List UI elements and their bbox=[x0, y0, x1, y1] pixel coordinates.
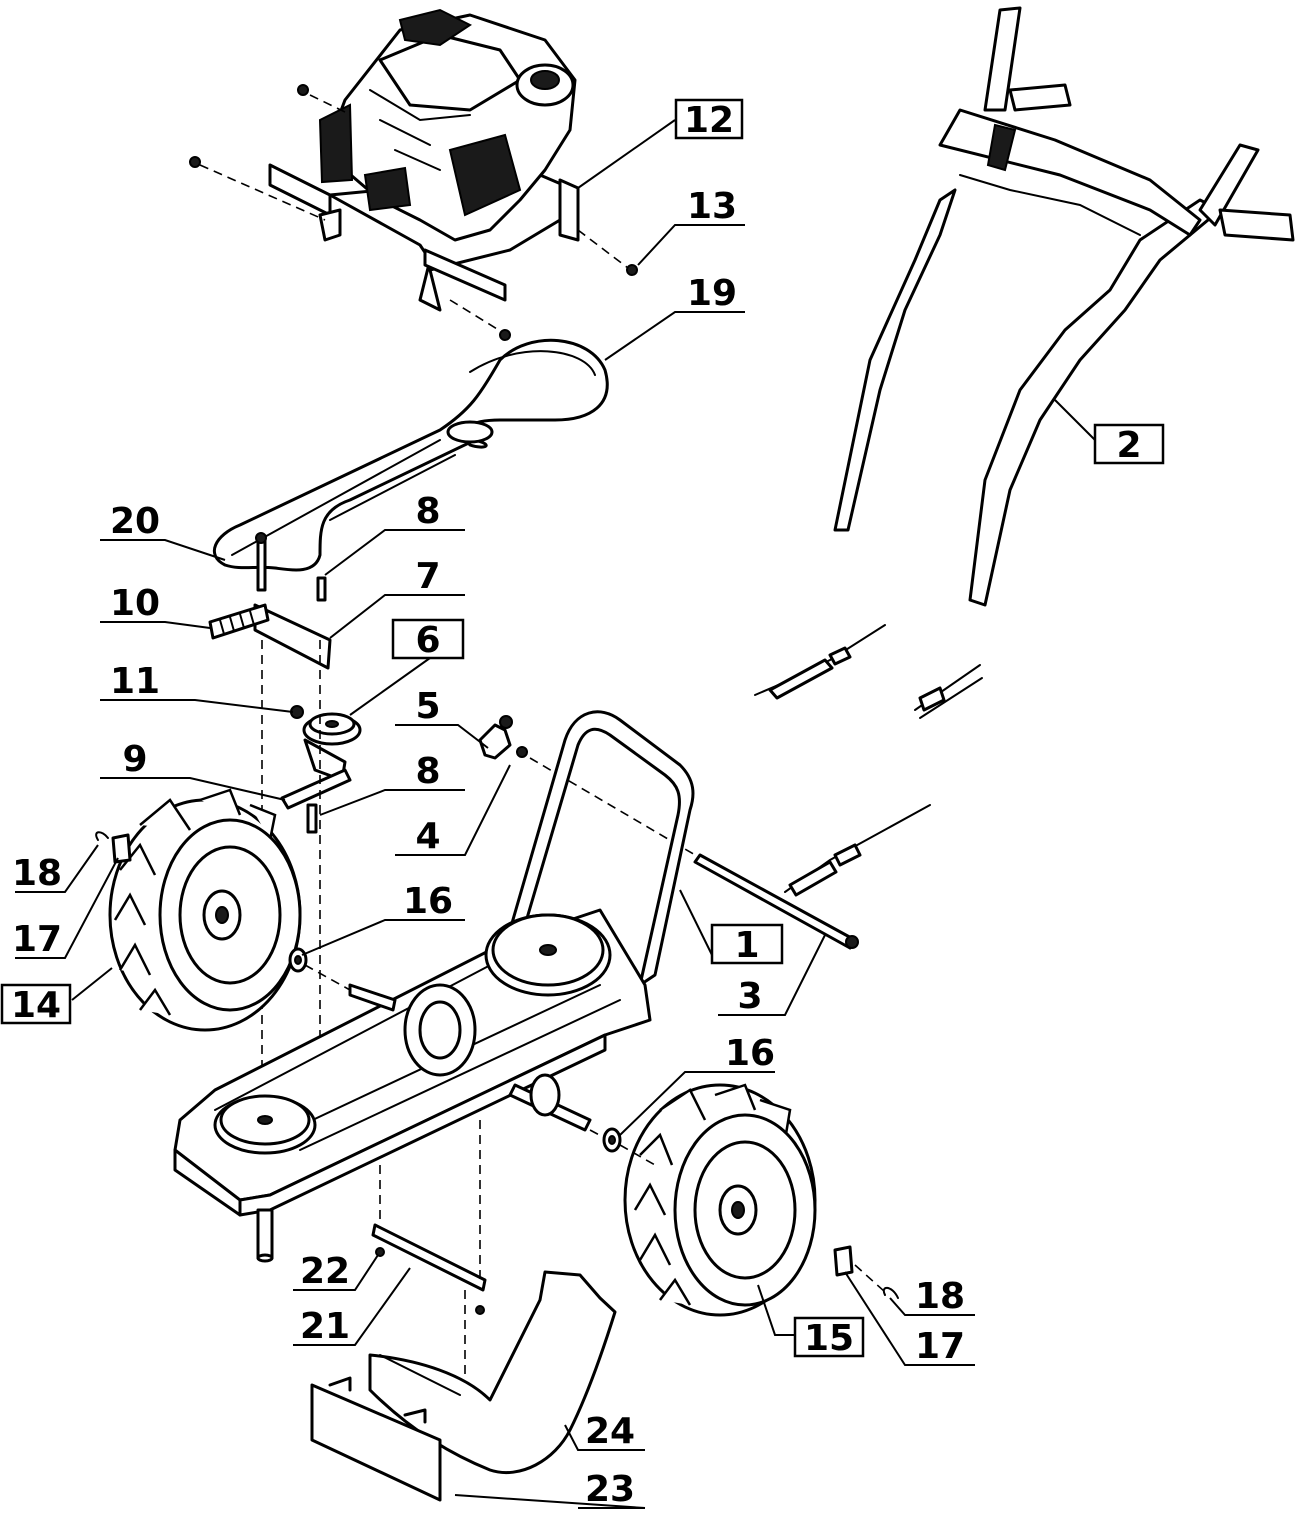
callout-box-12 bbox=[674, 98, 744, 140]
callout-9: 9 bbox=[122, 739, 147, 780]
callout-box-14 bbox=[0, 983, 72, 1025]
callout-14: 14 bbox=[11, 985, 61, 1026]
callout-18-right: 18 bbox=[915, 1276, 965, 1317]
callout-4: 4 bbox=[415, 816, 440, 857]
callout-box-2 bbox=[1093, 423, 1165, 465]
callout-6: 6 bbox=[415, 620, 440, 661]
callout-10: 10 bbox=[110, 583, 160, 624]
callout-8-lower: 8 bbox=[415, 751, 440, 792]
callout-16-upper: 16 bbox=[403, 881, 453, 922]
callout-box-6 bbox=[391, 618, 465, 660]
main-frame bbox=[173, 710, 695, 1263]
callout-11: 11 bbox=[110, 661, 160, 702]
callout-19: 19 bbox=[687, 273, 737, 314]
drive-belt bbox=[212, 338, 609, 572]
callout-22: 22 bbox=[300, 1251, 350, 1292]
callout-17-left: 17 bbox=[12, 919, 62, 960]
callout-21: 21 bbox=[300, 1306, 350, 1347]
callout-box-1 bbox=[710, 923, 784, 965]
callout-8-upper: 8 bbox=[415, 491, 440, 532]
bottom-guards bbox=[310, 1120, 617, 1502]
callout-13: 13 bbox=[687, 186, 737, 227]
right-wheel bbox=[589, 1083, 899, 1317]
callout-24: 24 bbox=[585, 1411, 635, 1452]
callout-16-lower: 16 bbox=[725, 1033, 775, 1074]
tensioner-parts bbox=[208, 532, 841, 1125]
callout-1: 1 bbox=[734, 925, 759, 966]
callout-box-15 bbox=[793, 1316, 865, 1358]
callouts: 12 2 6 1 14 15 13 19 20 8 7 10 11 5 9 8 bbox=[0, 98, 1165, 1510]
callout-17-right: 17 bbox=[915, 1326, 965, 1367]
callout-15: 15 bbox=[804, 1318, 854, 1359]
callout-23: 23 bbox=[585, 1469, 635, 1510]
control-cables bbox=[693, 624, 983, 950]
callout-7: 7 bbox=[415, 556, 440, 597]
callout-5: 5 bbox=[415, 686, 440, 727]
callout-18-left: 18 bbox=[12, 853, 62, 894]
callout-2: 2 bbox=[1116, 425, 1141, 466]
engine-assembly bbox=[189, 8, 638, 341]
callout-12: 12 bbox=[684, 100, 734, 141]
callout-20: 20 bbox=[110, 501, 160, 542]
handlebar-assembly bbox=[833, 6, 1295, 607]
callout-3: 3 bbox=[737, 976, 762, 1017]
left-wheel bbox=[95, 788, 351, 1032]
